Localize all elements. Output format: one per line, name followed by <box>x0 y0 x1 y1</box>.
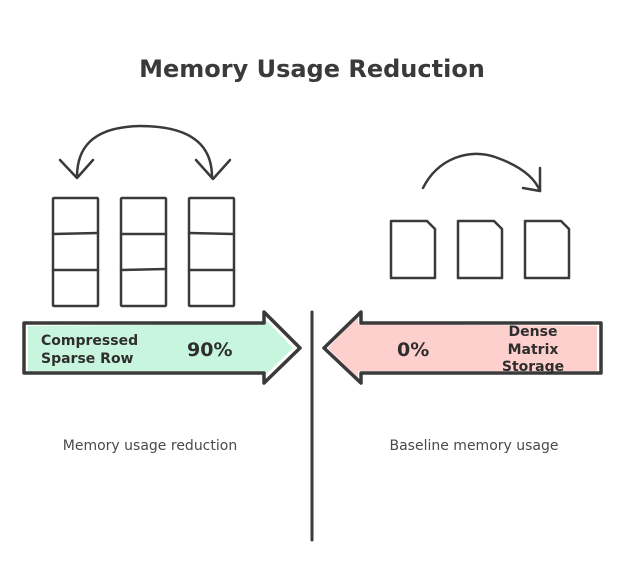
dense-label-line3: Storage <box>502 359 564 375</box>
dense-label-line2: Matrix <box>508 342 559 358</box>
dense-label-line1: Dense <box>509 324 558 340</box>
forward-arrow-icon <box>421 152 542 193</box>
csr-label-line2: Sparse Row <box>41 351 134 367</box>
csr-column-2 <box>119 196 168 308</box>
csr-value: 90% <box>187 339 232 361</box>
document-icon-1 <box>389 219 437 280</box>
csr-arrow: Compressed Sparse Row 90% <box>22 310 302 385</box>
swap-arrow-icon <box>58 124 232 181</box>
document-icon-3 <box>523 219 571 280</box>
page-title: Memory Usage Reduction <box>139 55 485 83</box>
csr-columns <box>51 196 236 308</box>
csr-label-line1: Compressed <box>41 333 138 349</box>
dense-documents <box>389 219 571 280</box>
dense-caption: Baseline memory usage <box>390 438 559 454</box>
csr-column-3 <box>187 196 236 308</box>
dense-arrow: 0% Dense Matrix Storage <box>322 310 603 385</box>
dense-value: 0% <box>397 339 429 361</box>
csr-column-1 <box>51 196 100 308</box>
document-icon-2 <box>456 219 504 280</box>
csr-caption: Memory usage reduction <box>63 438 237 454</box>
